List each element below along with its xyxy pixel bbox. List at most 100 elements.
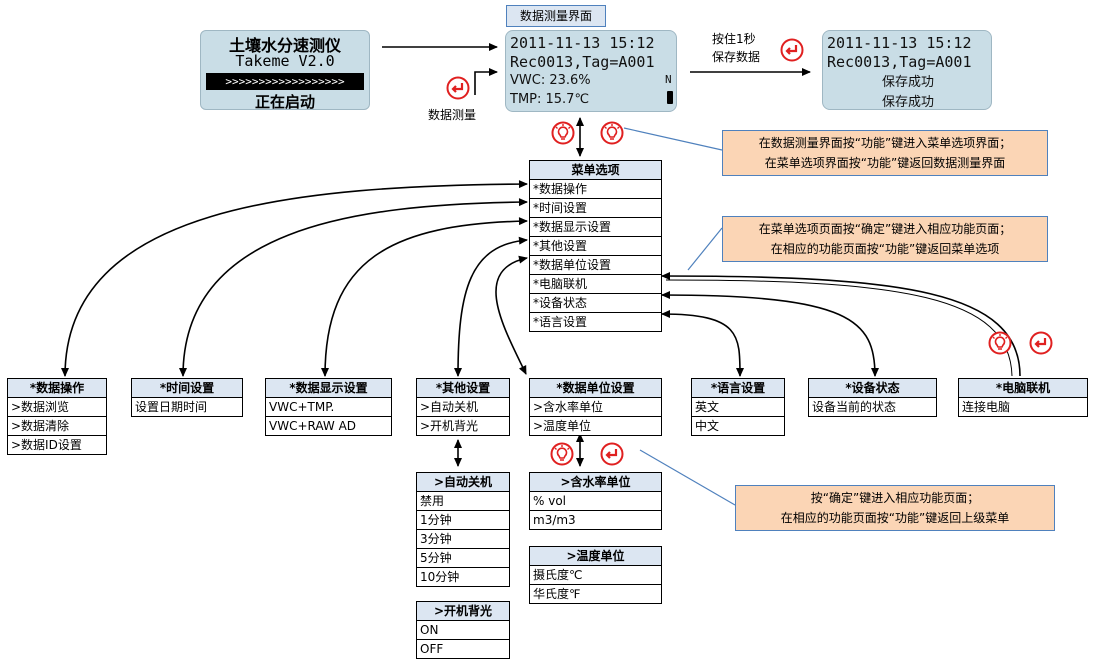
menu-item-language[interactable]: *语言设置 — [533, 315, 588, 329]
submenu-item[interactable]: VWC+TMP. — [266, 398, 391, 417]
note-line: 在数据测量界面按“功能”键进入菜单选项界面； — [758, 136, 1012, 150]
menu-item-time[interactable]: *时间设置 — [530, 199, 661, 218]
submenu-item[interactable]: ON — [417, 621, 509, 640]
submenu-title: *电脑联机 — [959, 379, 1087, 398]
enter-key-icon[interactable] — [780, 38, 804, 62]
submenu-moisture: >含水率单位 % vol m3/m3 — [529, 472, 662, 530]
submenu-units: *数据单位设置 >含水率单位 >温度单位 — [529, 378, 662, 436]
submenu-item[interactable]: >数据清除 — [8, 417, 106, 436]
submenu-item[interactable]: m3/m3 — [533, 513, 576, 527]
submenu-item[interactable]: 1分钟 — [417, 511, 509, 530]
note3-pointer — [639, 449, 736, 506]
submenu-item[interactable]: 设置日期时间 — [135, 400, 208, 414]
note-line: 在菜单选项页面按“确定”键进入相应功能页面； — [758, 222, 1012, 236]
submenu-item[interactable]: 中文 — [695, 419, 720, 433]
submenu-display: *数据显示设置 VWC+TMP. VWC+RAW AD — [265, 378, 392, 436]
save-status-1: 保存成功 — [881, 75, 934, 90]
submenu-item[interactable]: 摄氏度℃ — [530, 566, 661, 585]
submenu-language: *语言设置 英文 中文 — [691, 378, 785, 436]
startup-version: Takeme V2.0 — [235, 52, 335, 70]
submenu-item[interactable]: 禁用 — [417, 492, 509, 511]
submenu-title: *语言设置 — [692, 379, 784, 398]
save-record: Rec0013,Tag=A001 — [827, 53, 972, 71]
arrow-measure-loop — [474, 68, 498, 95]
save-data-label: 保存数据 — [712, 50, 761, 64]
submenu-temp: >温度单位 摄氏度℃ 华氏度℉ — [529, 546, 662, 604]
measure-vwc: VWC: 23.6% — [510, 73, 591, 88]
measure-tmp: TMP: 15.7℃ — [510, 92, 590, 107]
submenu-title: *时间设置 — [132, 379, 242, 398]
function-key-icon[interactable] — [551, 121, 575, 145]
submenu-item[interactable]: >温度单位 — [533, 419, 592, 433]
note-submenu-entry: 按“确定”键进入相应功能页面； 在相应的功能页面按“功能”键返回上级菜单 — [735, 485, 1055, 531]
note-line: 在菜单选项界面按“功能”键返回数据测量界面 — [764, 156, 1006, 170]
arrow-menu-status — [661, 291, 879, 377]
startup-status: 正在启动 — [254, 93, 315, 111]
submenu-title: *其他设置 — [417, 379, 509, 398]
submenu-item[interactable]: 华氏度℉ — [533, 587, 581, 601]
hold-label: 按住1秒 — [712, 32, 756, 46]
submenu-item[interactable]: >自动关机 — [417, 398, 509, 417]
menu-item-status[interactable]: *设备状态 — [530, 294, 661, 313]
submenu-title: >温度单位 — [530, 547, 661, 566]
submenu-item[interactable]: 设备当前的状态 — [812, 400, 897, 414]
submenu-title: *数据操作 — [8, 379, 106, 398]
startup-title: 土壤水分速测仪 — [228, 36, 341, 55]
submenu-item[interactable]: 3分钟 — [417, 530, 509, 549]
submenu-data-ops: *数据操作 >数据浏览 >数据清除 >数据ID设置 — [7, 378, 107, 455]
submenu-title: >自动关机 — [417, 473, 509, 492]
measure-record: Rec0013,Tag=A001 — [510, 53, 655, 71]
submenu-item[interactable]: >开机背光 — [420, 419, 479, 433]
submenu-pc: *电脑联机 连接电脑 — [958, 378, 1088, 417]
submenu-item[interactable]: % vol — [530, 492, 661, 511]
submenu-title: *数据显示设置 — [266, 379, 391, 398]
main-menu: 菜单选项 *数据操作 *时间设置 *数据显示设置 *其他设置 *数据单位设置 *… — [529, 160, 662, 332]
submenu-item[interactable]: >数据ID设置 — [11, 438, 82, 452]
note-line: 在相应的功能页面按“功能”键返回菜单选项 — [770, 242, 1000, 256]
note2-pointer — [687, 227, 723, 271]
arrow-menu-pc-inner — [665, 279, 1013, 377]
arrow-menu-other — [454, 236, 528, 377]
submenu-item[interactable]: VWC+RAW AD — [269, 419, 357, 433]
menu-item-data-ops[interactable]: *数据操作 — [530, 180, 661, 199]
arrow-menu-display — [321, 217, 528, 377]
save-status-2: 保存成功 — [881, 95, 934, 110]
submenu-item[interactable]: 10分钟 — [420, 570, 460, 584]
enter-key-icon[interactable] — [446, 76, 470, 100]
function-key-icon[interactable] — [988, 331, 1012, 355]
submenu-item[interactable]: >数据浏览 — [8, 398, 106, 417]
screen-label: 数据测量界面 — [506, 5, 606, 27]
submenu-item[interactable]: 连接电脑 — [962, 400, 1011, 414]
submenu-item[interactable]: >含水率单位 — [530, 398, 661, 417]
save-screen: 2011-11-13 15:12 Rec0013,Tag=A001 保存成功 保… — [822, 30, 992, 110]
arrow-menu-units — [495, 255, 528, 375]
function-key-icon[interactable] — [600, 121, 624, 145]
submenu-time: *时间设置 设置日期时间 — [131, 378, 243, 417]
submenu-item[interactable]: OFF — [420, 642, 444, 656]
enter-key-icon[interactable] — [1029, 331, 1053, 355]
submenu-other: *其他设置 >自动关机 >开机背光 — [416, 378, 510, 436]
battery-icon — [667, 91, 673, 104]
measure-screen: 2011-11-13 15:12 Rec0013,Tag=A001 VWC: 2… — [505, 30, 677, 112]
menu-item-display[interactable]: *数据显示设置 — [530, 218, 661, 237]
menu-item-other[interactable]: *其他设置 — [530, 237, 661, 256]
measure-indicator: N — [665, 73, 672, 86]
submenu-backlight: >开机背光 ON OFF — [416, 601, 510, 659]
arrow-menu-pc — [661, 272, 1021, 377]
note-menu-entry: 在数据测量界面按“功能”键进入菜单选项界面； 在菜单选项界面按“功能”键返回数据… — [722, 130, 1048, 176]
enter-key-icon[interactable] — [600, 442, 624, 466]
function-key-icon[interactable] — [550, 442, 574, 466]
note-line: 在相应的功能页面按“功能”键返回上级菜单 — [780, 511, 1010, 525]
note1-pointer — [623, 127, 723, 151]
submenu-item[interactable]: 英文 — [692, 398, 784, 417]
measure-datetime: 2011-11-13 15:12 — [510, 34, 655, 52]
submenu-title: >含水率单位 — [530, 473, 661, 492]
submenu-item[interactable]: 5分钟 — [417, 549, 509, 568]
menu-item-pc[interactable]: *电脑联机 — [530, 275, 661, 294]
submenu-title: >开机背光 — [417, 602, 509, 621]
submenu-status: *设备状态 设备当前的状态 — [808, 378, 937, 417]
menu-item-units[interactable]: *数据单位设置 — [530, 256, 661, 275]
submenu-title: *数据单位设置 — [530, 379, 661, 398]
arrow-menu-time — [179, 198, 528, 377]
main-menu-title: 菜单选项 — [530, 161, 661, 180]
